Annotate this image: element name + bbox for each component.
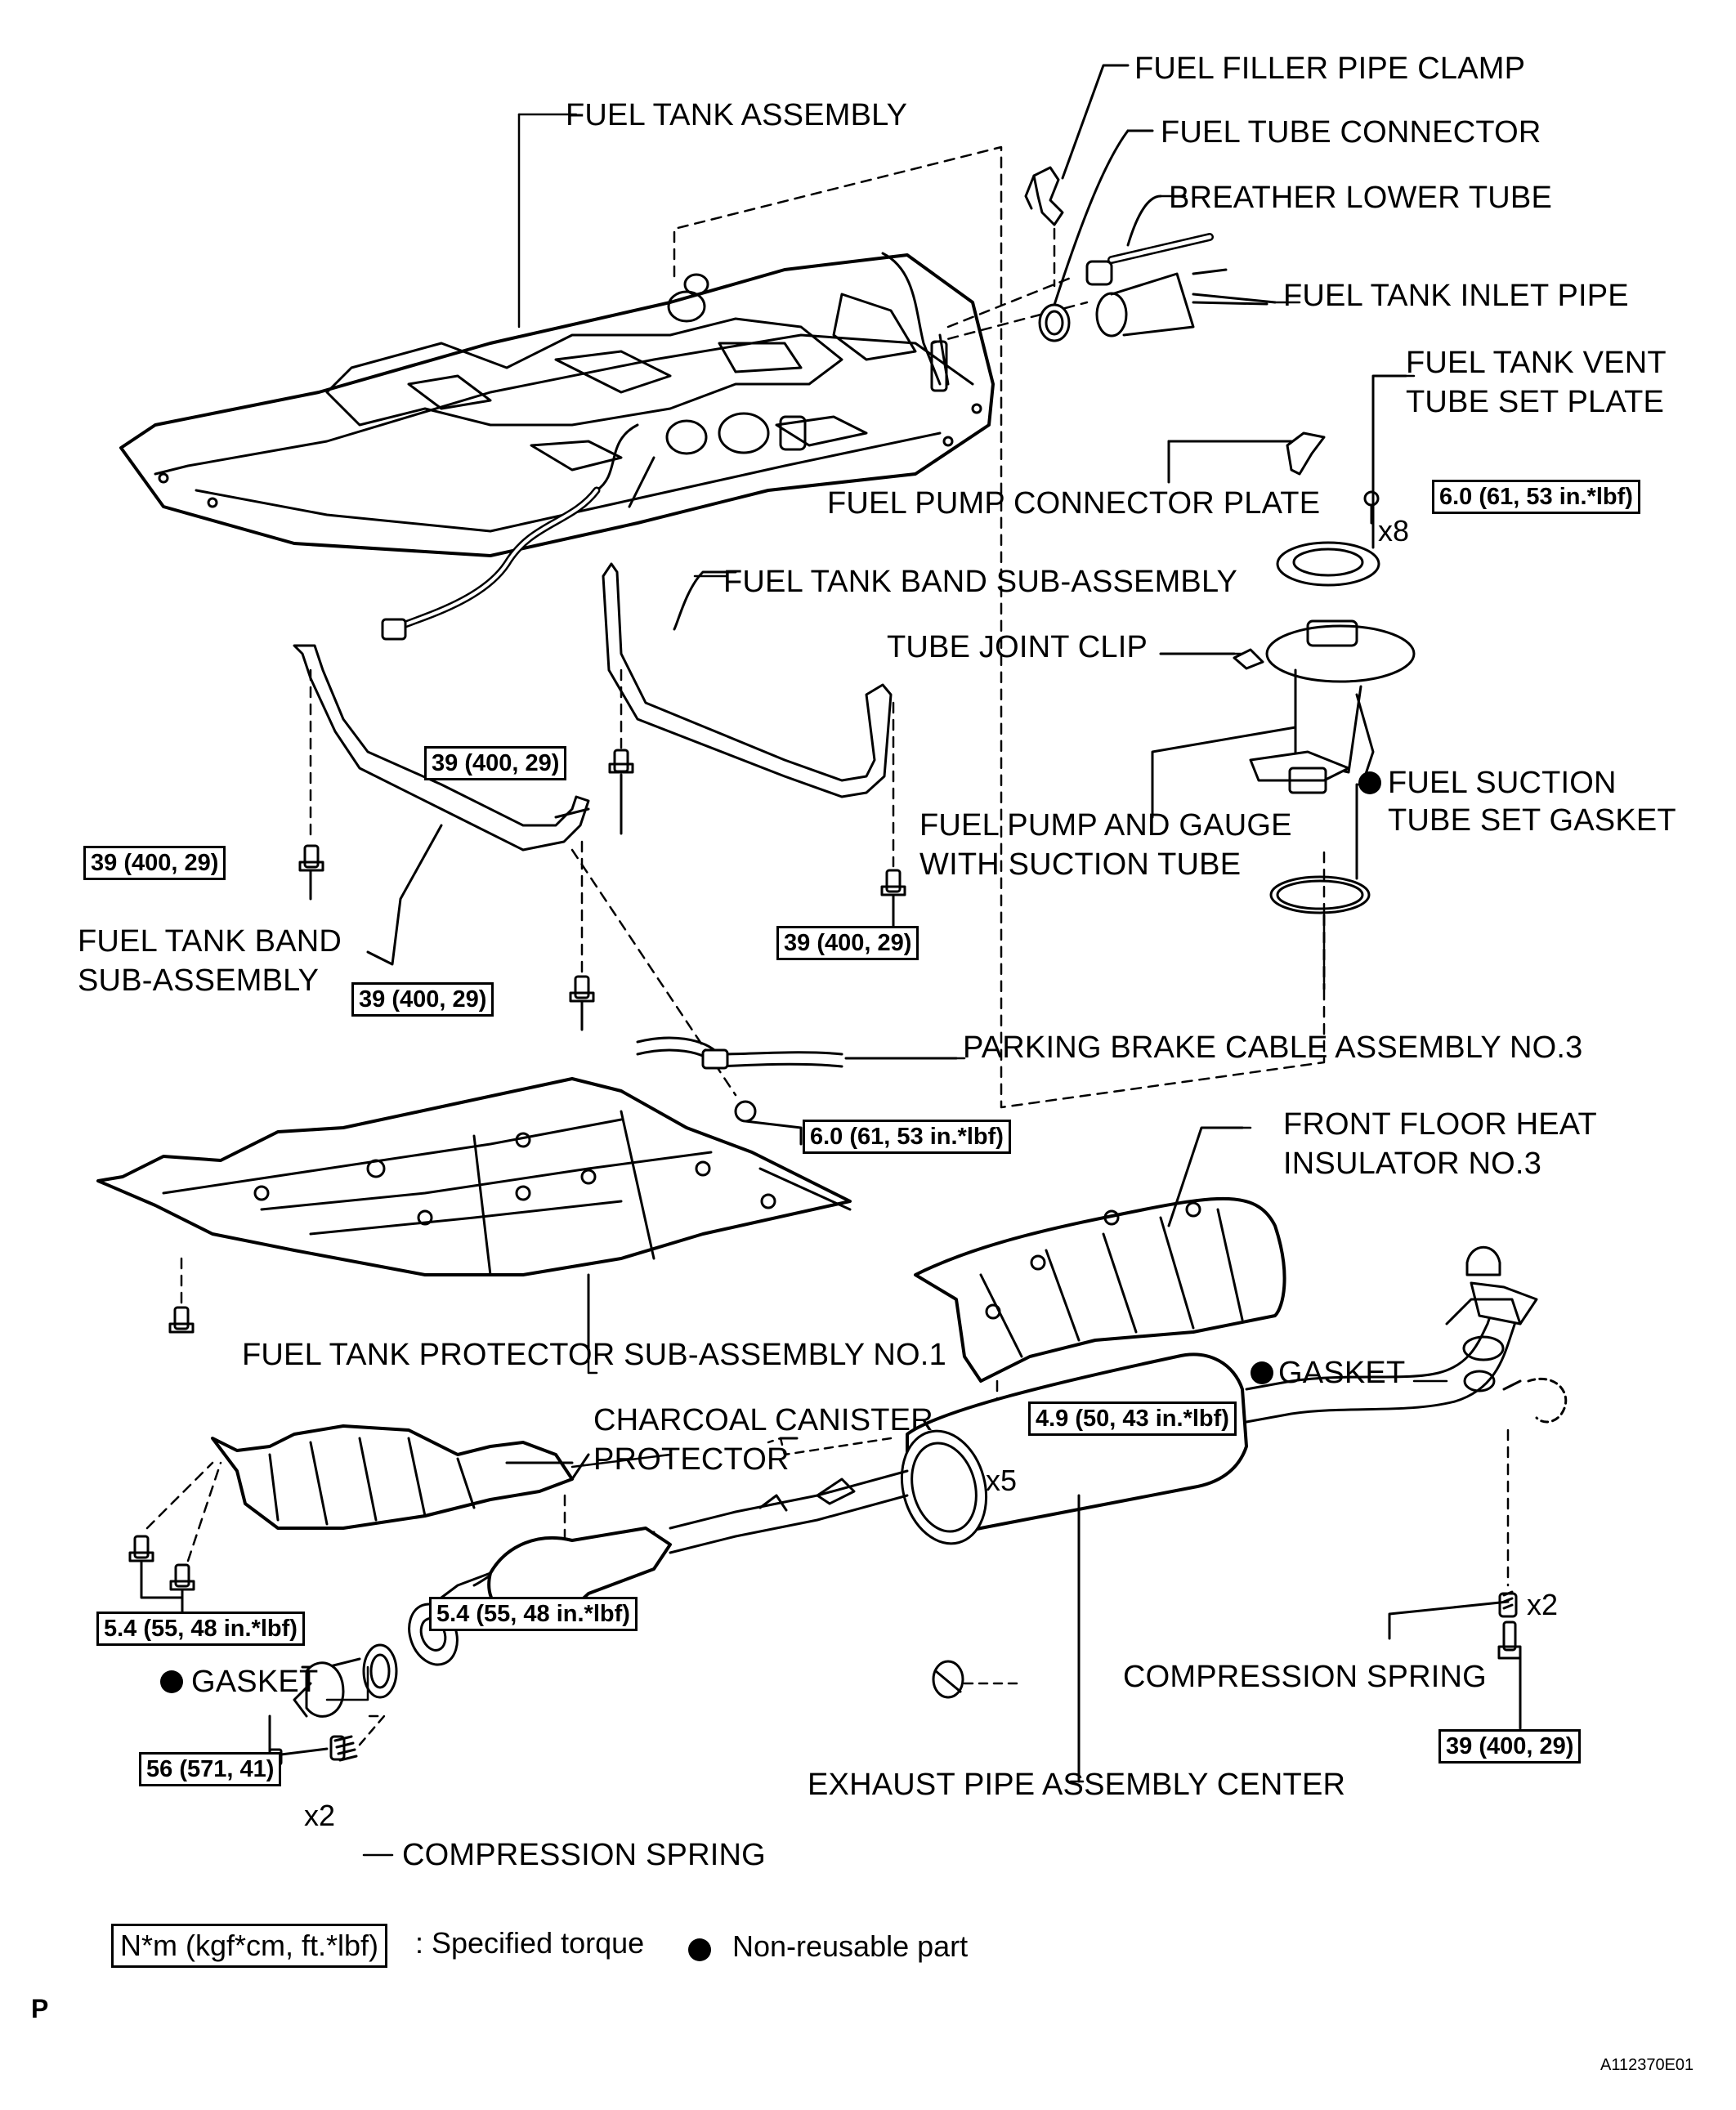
label-gasket-left: GASKET: [191, 1665, 319, 1699]
label-fuel-filler-pipe-clamp: FUEL FILLER PIPE CLAMP: [1134, 51, 1526, 86]
page-letter: P: [31, 1994, 49, 2023]
suction-gasket-art: [1269, 783, 1371, 990]
label-front-floor-heat-2: INSULATOR NO.3: [1283, 1147, 1542, 1181]
label-charcoal-canister-2: PROTECTOR: [593, 1442, 790, 1477]
label-compression-spring-left: COMPRESSION SPRING: [402, 1838, 766, 1872]
front-spring-art: [333, 1735, 358, 1762]
label-fuel-pump-gauge-1: FUEL PUMP AND GAUGE: [919, 808, 1292, 843]
parking-cable-art: [636, 1036, 958, 1146]
inlet-pipe-art: [1095, 268, 1277, 338]
label-fuel-tank-vent-1: FUEL TANK VENT: [1406, 346, 1667, 380]
label-fuel-suction-2: TUBE SET GASKET: [1388, 803, 1676, 838]
nonreusable-dot-gasket-right: [1251, 1361, 1273, 1384]
front-pipe-flange-art: [260, 1661, 386, 1766]
label-charcoal-canister-1: CHARCOAL CANISTER: [593, 1403, 933, 1437]
label-exhaust-pipe-center: EXHAUST PIPE ASSEMBLY CENTER: [808, 1768, 1346, 1802]
label-fuel-tank-band-lower-2: SUB-ASSEMBLY: [78, 963, 320, 998]
label-parking-brake-cable: PARKING BRAKE CABLE ASSEMBLY NO.3: [963, 1030, 1583, 1065]
qty-rear-springs: x2: [1527, 1588, 1559, 1621]
exhaust-hanger-art: [932, 1660, 1023, 1699]
torque-canister-right: 5.4 (55, 48 in.*lbf): [429, 1597, 638, 1631]
torque-vent-plate: 6.0 (61, 53 in.*lbf): [1432, 480, 1640, 514]
label-fuel-tank-inlet-pipe: FUEL TANK INLET PIPE: [1283, 279, 1629, 313]
qty-vent-plate-bolts: x8: [1378, 514, 1410, 548]
figure-id: A112370E01: [1600, 2056, 1694, 2074]
nonreusable-dot-gasket-left: [160, 1670, 183, 1693]
canister-protector-art: [211, 1424, 590, 1530]
torque-band-upper-bolt: 39 (400, 29): [424, 746, 567, 780]
heat-insulator-art: [914, 1126, 1286, 1461]
label-fuel-tank-band-upper: FUEL TANK BAND SUB-ASSEMBLY: [723, 565, 1238, 599]
band-right-art: [602, 562, 893, 798]
bolt-icons: [298, 749, 906, 1031]
legend-nonreusable-dot: [688, 1938, 711, 1961]
nonreusable-dot-suction: [1358, 771, 1381, 794]
label-fuel-tank-vent-2: TUBE SET PLATE: [1406, 385, 1665, 419]
torque-parking-cable-nut: 6.0 (61, 53 in.*lbf): [803, 1120, 1011, 1154]
legend-torque-text: : Specified torque: [415, 1926, 645, 1960]
label-fuel-suction-1: FUEL SUCTION: [1388, 766, 1617, 800]
dashed-guides-tank: [673, 145, 1326, 1109]
label-fuel-tank-protector: FUEL TANK PROTECTOR SUB-ASSEMBLY NO.1: [242, 1338, 946, 1372]
rear-pipe-end-art: [1388, 1245, 1568, 1730]
label-tube-joint-clip: TUBE JOINT CLIP: [887, 630, 1148, 664]
label-fuel-tube-connector: FUEL TUBE CONNECTOR: [1161, 115, 1541, 150]
torque-band-lower-bolt: 39 (400, 29): [351, 982, 494, 1017]
label-gasket-right: GASKET: [1278, 1356, 1406, 1390]
torque-canister-left: 5.4 (55, 48 in.*lbf): [96, 1612, 305, 1646]
filler-clamp-art: [1024, 64, 1130, 226]
label-front-floor-heat-1: FRONT FLOOR HEAT: [1283, 1107, 1597, 1142]
fuel-tank-protector-art: [96, 1077, 852, 1350]
vent-plate-art: [1276, 374, 1407, 587]
fuel-tube-connector-art: [1038, 129, 1154, 342]
torque-band-left-bolt: 39 (400, 29): [83, 846, 226, 880]
dashed-guides-bands: [309, 668, 895, 1097]
torque-band-right-bolt: 39 (400, 29): [776, 926, 919, 960]
fuel-pump-art: [1151, 619, 1416, 819]
qty-heat-insulator-nuts: x5: [986, 1464, 1018, 1497]
exhaust-muffler-art: [472, 1281, 1538, 1587]
label-fuel-pump-gauge-2: WITH SUCTION TUBE: [919, 847, 1242, 882]
label-fuel-tank-band-lower-1: FUEL TANK BAND: [78, 924, 342, 959]
legend-torque-key: N*m (kgf*cm, ft.*lbf): [111, 1924, 388, 1968]
fuel-pump-connector-plate-art: [1167, 431, 1326, 484]
label-fuel-pump-connector-plate: FUEL PUMP CONNECTOR PLATE: [827, 486, 1321, 521]
band-left-art: [293, 644, 590, 966]
torque-heat-insulator-nut: 4.9 (50, 43 in.*lbf): [1028, 1401, 1237, 1436]
torque-rear-pipe-bolt: 39 (400, 29): [1438, 1729, 1582, 1764]
torque-front-pipe-bolt: 56 (571, 41): [139, 1752, 282, 1786]
legend-nonreusable-text: Non-reusable part: [732, 1929, 969, 1963]
label-breather-lower-tube: BREATHER LOWER TUBE: [1169, 181, 1553, 215]
label-fuel-tank-assembly: FUEL TANK ASSEMBLY: [566, 98, 908, 132]
label-compression-spring-right: COMPRESSION SPRING: [1123, 1660, 1487, 1694]
qty-front-springs: x2: [304, 1799, 336, 1832]
breather-tube-art: [1085, 194, 1214, 286]
